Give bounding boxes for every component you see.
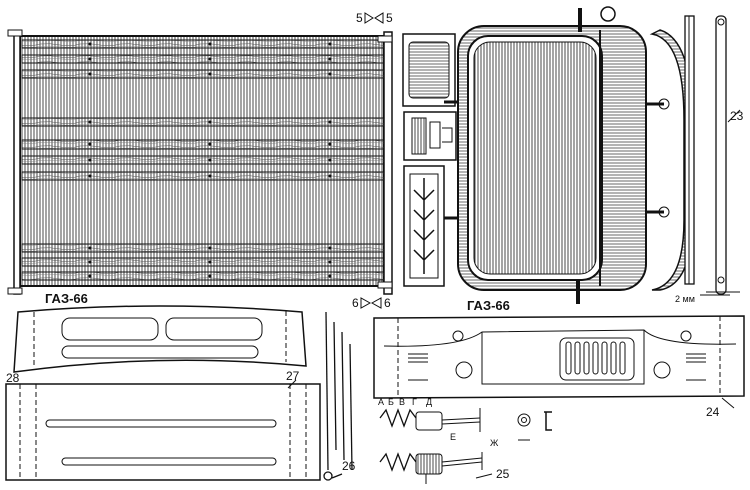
panel-24: 24 [373, 315, 745, 419]
cabin-top-view [444, 6, 670, 304]
letter-v: В [399, 397, 405, 407]
gaz-label-left: ГАЗ-66 [45, 291, 88, 306]
part-label-24: 24 [706, 405, 720, 419]
dimension-2mm: 2 мм [675, 294, 695, 304]
cabin-detail-parts [402, 33, 457, 287]
section-mark-5: 5 5 [356, 11, 393, 25]
section-label-6-left: 6 [352, 296, 359, 310]
letter-e: Е [450, 432, 456, 442]
letter-d: Д [426, 397, 432, 407]
part-label-27: 27 [286, 369, 300, 383]
letter-g: Г [412, 397, 417, 407]
section-label-5-left: 5 [356, 11, 363, 25]
part-label-25: 25 [496, 467, 510, 481]
letter-a: А [378, 397, 384, 407]
letter-b: Б [388, 397, 394, 407]
part-label-28: 28 [6, 371, 20, 385]
panel-28: 28 [6, 305, 307, 385]
panel-27: 27 [5, 369, 321, 481]
rail-parts-23: 2 мм 23 [675, 15, 744, 304]
part-label-23: 23 [730, 109, 744, 123]
section-mark-6: 6 6 [352, 296, 391, 310]
letter-zh: Ж [490, 438, 499, 448]
section-label-5-right: 5 [386, 11, 393, 25]
truck-bed-top-view [7, 29, 393, 295]
bed-slats [21, 39, 385, 281]
wire-parts-26 [323, 311, 353, 481]
section-label-6-right: 6 [384, 296, 391, 310]
gaz-label-right: ГАЗ-66 [467, 298, 510, 313]
part-label-26: 26 [342, 459, 356, 473]
hinge-details-25: А Б В Г Д Е Ж 25 [378, 397, 552, 484]
